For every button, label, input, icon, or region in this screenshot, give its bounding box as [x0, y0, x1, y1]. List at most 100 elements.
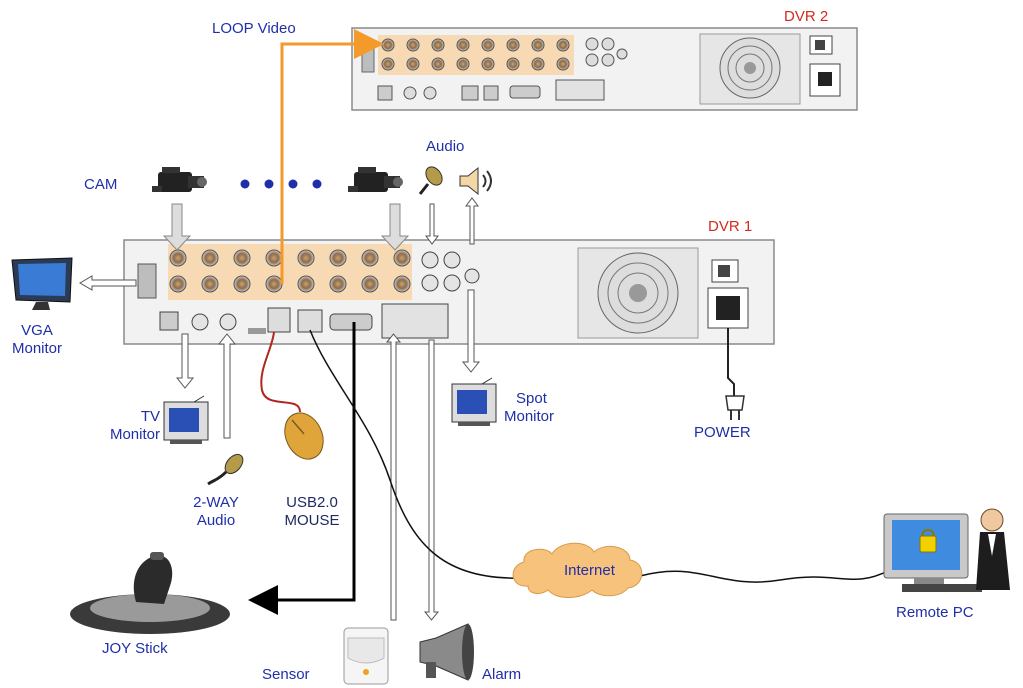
bnc-connector [531, 57, 545, 71]
vga-arrow [79, 275, 137, 291]
spot-monitor-icon [451, 377, 497, 426]
bnc-connector [481, 57, 495, 71]
power-label: POWER [694, 424, 751, 441]
bnc-connector [381, 57, 395, 71]
microphone-icon [418, 166, 443, 195]
joystick-label: JOY Stick [102, 640, 168, 657]
dvr1-bnc-ports [169, 249, 411, 293]
network-cable [309, 329, 521, 579]
bnc-connector [406, 57, 420, 71]
two-way-microphone-icon [207, 453, 244, 486]
tv-monitor-label: TV Monitor [96, 408, 160, 444]
loop-video-label: LOOP Video [212, 20, 296, 37]
spot-monitor-label-line2: Monitor [504, 408, 555, 425]
bnc-connector [556, 38, 570, 52]
bnc-connector [233, 249, 251, 267]
sensor-icon [343, 627, 389, 685]
dvr2-audio-ports [585, 37, 628, 67]
dvr1-bottom-ports [159, 303, 449, 339]
internet-label: Internet [564, 562, 615, 579]
bnc-connector [329, 275, 347, 293]
sensor-label: Sensor [262, 666, 310, 683]
internet-to-pc-cable [639, 569, 891, 583]
bnc-connector [381, 38, 395, 52]
dvr1-fan [577, 247, 699, 339]
sensor-arrow [385, 333, 402, 621]
bnc-connector [506, 57, 520, 71]
bnc-connector [393, 275, 411, 293]
dvr2-bottom-ports [377, 79, 605, 101]
alarm-horn-icon [419, 623, 474, 681]
loop-video-line [280, 29, 384, 284]
cam-label: CAM [84, 176, 118, 193]
bnc-connector [265, 249, 283, 267]
tv-monitor-label-line1: TV [140, 408, 160, 425]
power-cord [727, 328, 735, 398]
bnc-connector [456, 38, 470, 52]
two-way-audio-label-line1: 2-WAY [193, 494, 239, 511]
dvr2-rear-panel [351, 27, 858, 111]
dvr2-bnc-ports [381, 38, 570, 71]
cloud-icon [512, 542, 643, 598]
cam1-arrow [162, 203, 192, 251]
joystick-icon [70, 552, 230, 634]
bnc-connector [201, 249, 219, 267]
spot-monitor-label-line1: Spot [516, 390, 547, 407]
bnc-connector [556, 57, 570, 71]
tv-monitor-label-line2: Monitor [109, 426, 160, 443]
dvr1-audio-ports [421, 251, 480, 292]
alarm-label: Alarm [482, 666, 522, 683]
camera-icon [348, 167, 403, 192]
speaker-icon [459, 166, 492, 196]
audio-in-arrow [425, 203, 439, 245]
usb-mouse-label-line1: USB2.0 [286, 494, 338, 511]
audio-label: Audio [426, 138, 465, 155]
dvr1-label: DVR 1 [708, 218, 753, 235]
cam16-arrow [380, 203, 410, 251]
vga-monitor-icon [11, 257, 73, 310]
dvr2-label: DVR 2 [784, 8, 829, 25]
remote-pc-icon [883, 508, 1010, 592]
two-way-audio-arrow [217, 333, 237, 439]
bnc-connector [233, 275, 251, 293]
vga-monitor-label-line2: Monitor [11, 340, 63, 357]
bnc-connector [431, 57, 445, 71]
bnc-connector [329, 249, 347, 267]
bnc-connector [531, 38, 545, 52]
bnc-connector [169, 275, 187, 293]
bnc-connector [406, 38, 420, 52]
two-way-audio-label: 2-WAY Audio [186, 494, 246, 530]
bnc-connector [361, 275, 379, 293]
mouse-icon [284, 412, 324, 460]
bnc-connector [201, 275, 219, 293]
two-way-audio-label-line2: Audio [196, 512, 236, 529]
dvr1-power-switch [707, 259, 749, 329]
alarm-arrow [423, 339, 440, 621]
usb-mouse-label: USB2.0 MOUSE [272, 494, 352, 530]
bnc-connector [393, 249, 411, 267]
vga-monitor-label: VGA Monitor [6, 322, 68, 358]
mouse-cable [260, 331, 301, 413]
bnc-connector [456, 57, 470, 71]
dvr2-fan [699, 33, 801, 105]
audio-out-arrow [465, 197, 479, 245]
tv-monitor-arrow [175, 333, 195, 389]
bnc-connector [481, 38, 495, 52]
dvr1-rear-panel [123, 239, 775, 345]
bnc-connector [265, 275, 283, 293]
bnc-connector [297, 275, 315, 293]
joystick-cable [248, 322, 356, 615]
spot-monitor-label: Spot Monitor [504, 390, 554, 426]
bnc-connector [297, 249, 315, 267]
bnc-connector [506, 38, 520, 52]
power-plug-icon [725, 395, 745, 420]
dvr2-power-switch [809, 35, 841, 97]
camera-icon [152, 167, 207, 192]
bnc-connector [361, 249, 379, 267]
usb-mouse-label-line2: MOUSE [284, 512, 340, 529]
bnc-connector [169, 249, 187, 267]
spot-monitor-arrow [461, 289, 481, 373]
remote-pc-label: Remote PC [896, 604, 974, 621]
tv-monitor-icon [163, 395, 209, 444]
